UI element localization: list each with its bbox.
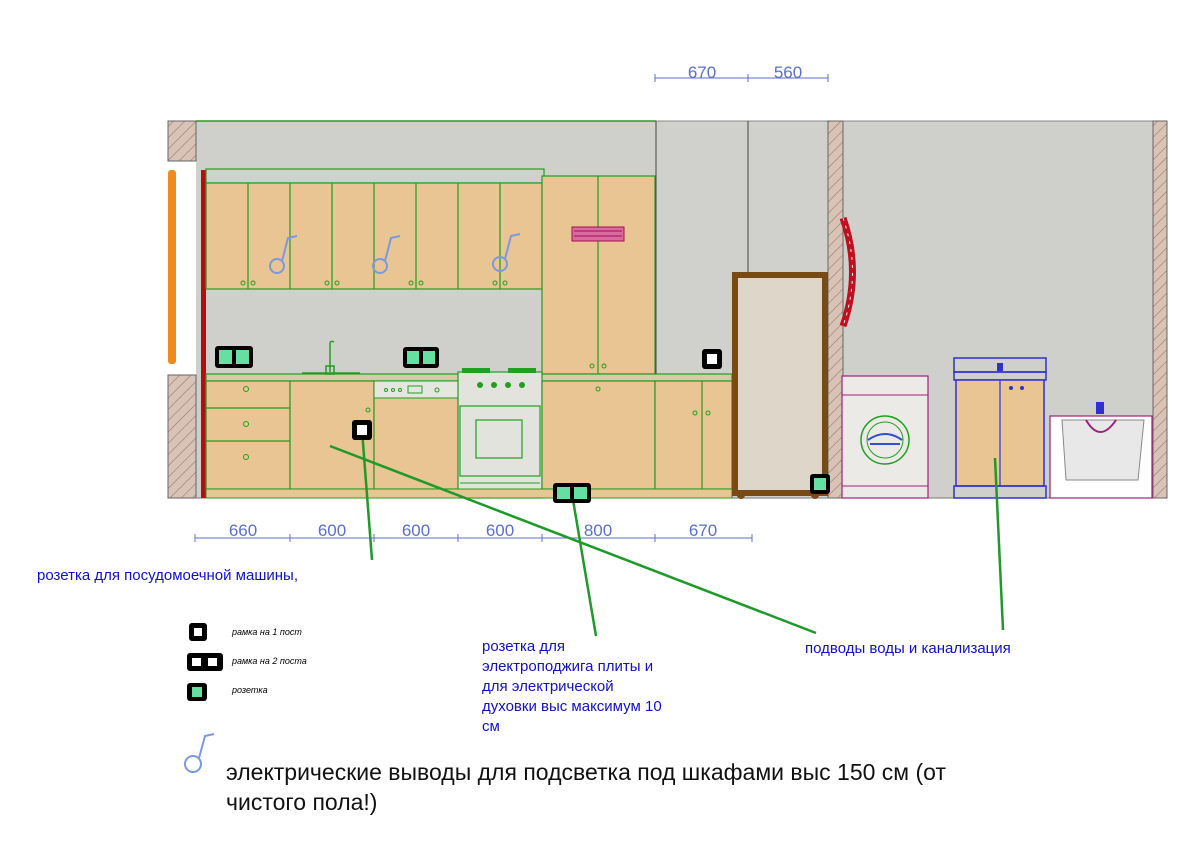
wall-hatch [167,120,1168,499]
dimension-label: 670 [689,521,717,540]
dimension-label: 600 [486,521,514,540]
wall-sockets [215,346,830,503]
dimension-labels-top: 670 560 [688,63,802,82]
laundry-basket [1049,402,1153,499]
note-line: для электрической [482,678,614,695]
note-line: электроподжига плиты и [482,658,654,675]
sink-faucet [302,340,360,375]
fridge [732,272,828,499]
legend-label: рамка на 2 поста [232,656,307,666]
stove-socket-note: розетка для электроподжига плиты и для э… [482,637,742,737]
lighting-outputs-note: электрические выводы для подсветка под ш… [226,757,1186,817]
lighting-output-icon [372,235,401,274]
double-socket-icon [553,483,591,503]
lighting-output-icon [269,235,298,274]
note-line: чистого пола!) [226,789,378,815]
leader-lines [329,429,1005,637]
heating-pipe [839,216,856,328]
lower-cabinets [205,121,749,499]
lighting-output-icons [269,233,521,274]
legend-label: рамка на 1 пост [232,627,302,637]
dimension-label: 560 [774,63,802,82]
socket-icon [187,683,207,701]
dishwasher-socket-note: розетка для посудомоечной машины, [37,567,298,584]
sink-cabinet [953,357,1047,499]
double-frame-icon [187,653,223,671]
lighting-output-legend-icon [184,733,215,773]
washing-machine [841,375,929,499]
dimension-label: 600 [318,521,346,540]
dimension-labels-bottom: 660 600 600 600 800 670 [229,521,717,540]
water-supply-note: подводы воды и канализация [805,640,1011,657]
dimension-label: 670 [688,63,716,82]
double-socket-icon [403,347,439,368]
single-frame-icon [352,420,372,440]
upper-cabinets [205,168,656,375]
dimension-lines-top [654,74,829,82]
lighting-output-icon [492,233,521,272]
single-frame-icon [189,623,207,641]
note-line: духовки выс максимум 10 [482,698,662,715]
dimension-label: 600 [402,521,430,540]
double-socket-icon [215,346,253,368]
single-frame-icon [702,349,722,369]
dimension-label: 800 [584,521,612,540]
socket-icon [810,474,830,494]
note-line: розетка для [482,638,565,655]
dimension-label: 660 [229,521,257,540]
dimension-lines-bottom [194,534,753,542]
legend-label: розетка [232,685,268,695]
note-line: см [482,718,500,735]
note-line: электрические выводы для подсветка под ш… [226,759,946,785]
